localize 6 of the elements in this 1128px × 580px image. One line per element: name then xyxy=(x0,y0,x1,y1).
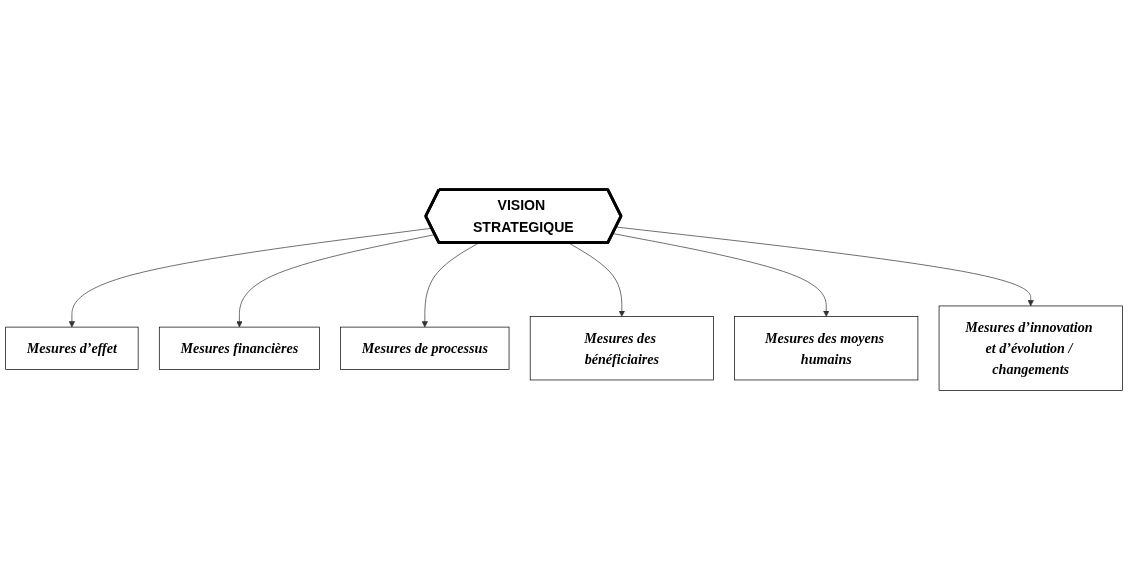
node-box: Mesures financières xyxy=(158,326,320,370)
node-box: Mesures des bénéficiaires xyxy=(529,316,714,381)
node-box: Mesures d’innovation et d’évolution / changements xyxy=(938,305,1123,391)
node-box: Mesures de processus xyxy=(340,326,510,370)
node-box: Mesures des moyens humains xyxy=(734,316,919,381)
node-box: Mesures d’effet xyxy=(5,326,139,370)
